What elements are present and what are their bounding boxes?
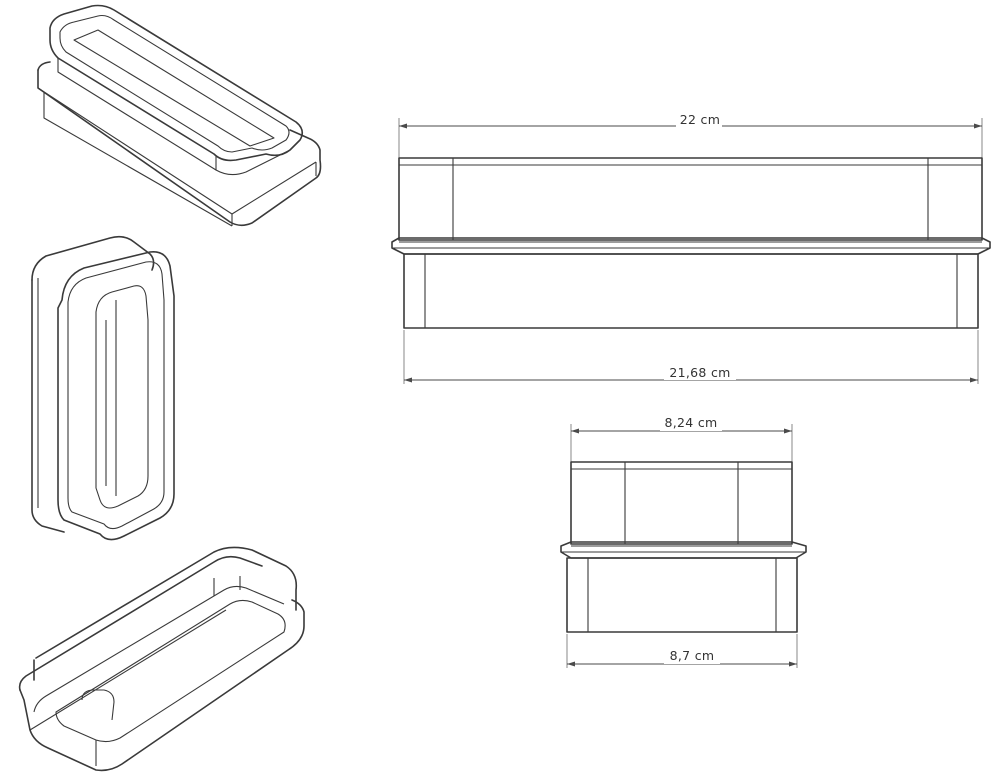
- dimension-side-base-width-label: 8,7 cm: [670, 648, 715, 663]
- isometric-view-bottom: [18, 546, 305, 772]
- dimension-top-width-label: 22 cm: [680, 112, 720, 127]
- isometric-view-top: [37, 4, 322, 227]
- dimension-side-top-width-label: 8,24 cm: [665, 415, 718, 430]
- isometric-view-side: [31, 235, 175, 541]
- front-elevation: [391, 118, 991, 384]
- side-elevation: [560, 424, 807, 668]
- dimension-base-width-label: 21,68 cm: [669, 365, 730, 380]
